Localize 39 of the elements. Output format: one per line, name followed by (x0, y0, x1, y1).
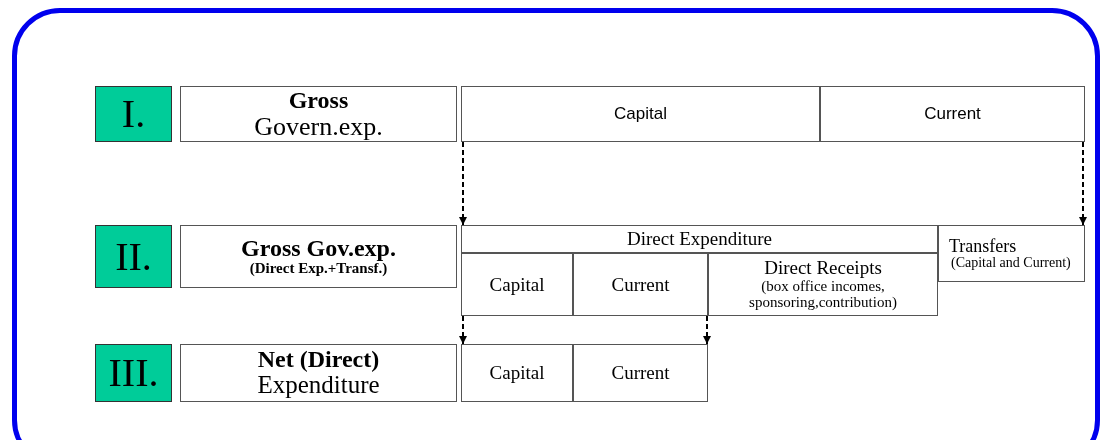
row-heading: Net (Direct) (257, 347, 380, 373)
table-cell (573, 344, 708, 402)
cell-note: (Capital and Current) (950, 255, 1071, 271)
row-heading: Gross Gov.exp. (241, 236, 396, 262)
cell-text: Current (611, 274, 670, 295)
cell-note: (box office incomes, sponsoring,contribution) (748, 277, 898, 311)
cell-text: Capital (489, 363, 545, 383)
table-cell (820, 86, 1085, 142)
row-number-box (95, 344, 172, 402)
cell-text: Transfers (948, 236, 1017, 256)
cell-text: Direct Expenditure (626, 229, 773, 249)
table-cell (938, 225, 1085, 282)
cell-note: (Direct Exp.+Transf.) (249, 261, 388, 277)
arrow (703, 315, 711, 345)
cell-text: Current (924, 105, 981, 123)
table-cell (708, 253, 938, 316)
cell-note: Govern.exp. (254, 112, 383, 141)
cell-text: Capital (489, 274, 545, 295)
cell-text: Capital (614, 105, 667, 123)
row-number-box (95, 86, 172, 142)
table-cell (461, 86, 820, 142)
arrow (1079, 141, 1087, 226)
row-number: III. (108, 352, 159, 394)
table-cell (461, 225, 938, 253)
row-heading-box (180, 225, 457, 288)
cell-text: Direct Receipts (764, 258, 882, 278)
cell-text: Current (611, 363, 670, 383)
cell-note: Expenditure (257, 372, 380, 399)
arrow (459, 315, 467, 345)
row-number: I. (121, 93, 146, 135)
row-heading-box (180, 86, 457, 142)
table-cell (461, 344, 573, 402)
row-number-box (95, 225, 172, 288)
row-number: II. (115, 235, 152, 278)
table-cell (573, 253, 708, 316)
row-heading: Gross (288, 87, 349, 113)
table-cell (461, 253, 573, 316)
arrow (459, 141, 467, 226)
row-heading-box (180, 344, 457, 402)
